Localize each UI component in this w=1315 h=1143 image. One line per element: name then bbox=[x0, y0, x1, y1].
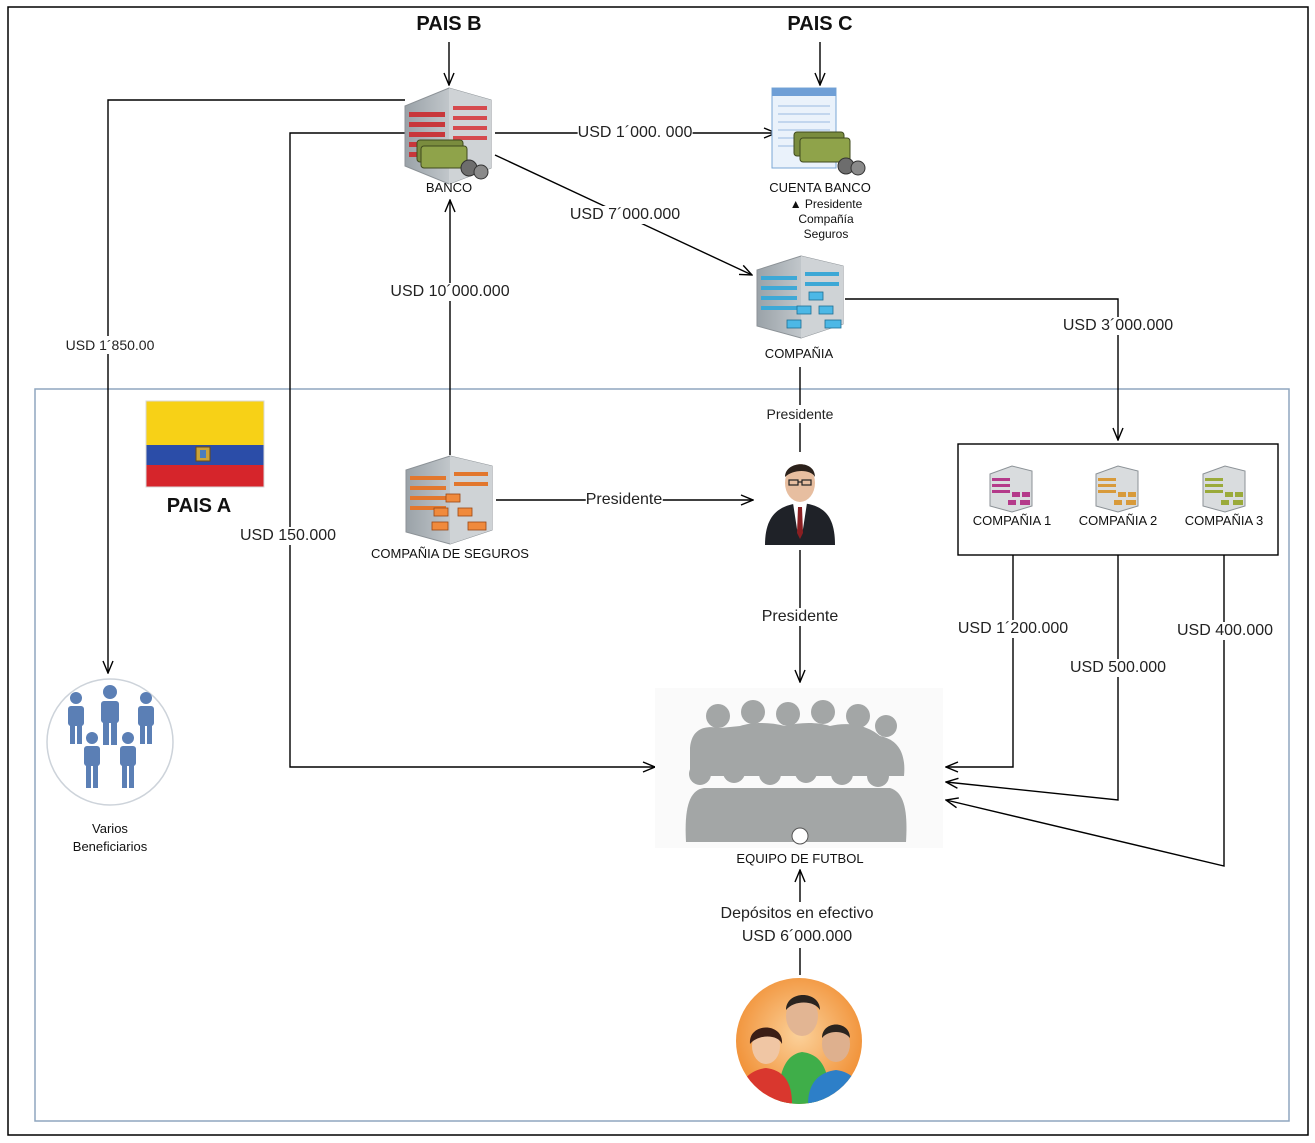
company-3-building-icon bbox=[1202, 465, 1246, 513]
cuenta-note-line-1: ▲ Presidente bbox=[789, 197, 863, 211]
businessman-icon bbox=[765, 464, 835, 545]
flow-compania1-equipo-label: USD 1´200.000 bbox=[957, 620, 1069, 638]
depositos-line-2: USD 6´000.000 bbox=[741, 928, 853, 945]
banco-to-equipo-arrow bbox=[289, 132, 655, 767]
equipo-caption: EQUIPO DE FUTBOL bbox=[736, 851, 864, 866]
beneficiarios-line-1: Varios bbox=[92, 821, 128, 836]
compania-seguros-caption: COMPAÑIA DE SEGUROS bbox=[371, 546, 529, 561]
insurance-company-building-icon bbox=[405, 455, 493, 545]
connectors bbox=[108, 42, 1225, 975]
flow-compania-group-label: USD 3´000.000 bbox=[1062, 317, 1174, 335]
company-building-icon bbox=[756, 255, 844, 339]
bank-account-document-icon bbox=[771, 87, 866, 176]
banco-caption: BANCO bbox=[425, 180, 473, 195]
cuenta-note-line-3: Seguros bbox=[803, 227, 849, 241]
compania-3-caption: COMPAÑIA 3 bbox=[1184, 513, 1264, 528]
company-1-building-icon bbox=[989, 465, 1033, 513]
compania3-to-equipo-arrow bbox=[946, 536, 1225, 867]
bank-building-icon bbox=[404, 87, 492, 185]
beneficiarios-caption: Varios Beneficiarios bbox=[73, 820, 147, 856]
depositos-line-1: Depósitos en efectivo bbox=[720, 905, 874, 922]
flow-seguros-presidente-label: Presidente bbox=[585, 491, 663, 509]
country-a-label: PAIS A bbox=[166, 495, 232, 517]
flow-seguros-banco-label: USD 10´000.000 bbox=[390, 283, 510, 301]
country-b-label: PAIS B bbox=[416, 13, 482, 35]
flow-banco-equipo-label: USD 150.000 bbox=[239, 527, 337, 545]
flow-banco-beneficiarios-label: USD 1´850.00 bbox=[65, 336, 155, 354]
cuenta-banco-note: ▲ Presidente Compañía Seguros bbox=[790, 197, 863, 242]
country-a-region bbox=[34, 388, 1290, 1122]
flow-presidente-equipo-label: Presidente bbox=[761, 608, 839, 626]
flow-compania3-equipo-label: USD 400.000 bbox=[1176, 622, 1274, 640]
compania1-to-equipo-arrow bbox=[946, 536, 1014, 767]
banco-to-beneficiarios-arrow bbox=[108, 99, 405, 673]
outer-frame bbox=[7, 6, 1309, 1136]
country-c-label: PAIS C bbox=[787, 13, 853, 35]
flow-banco-compania-label: USD 7´000.000 bbox=[569, 206, 681, 224]
compania-to-group-arrow bbox=[845, 298, 1118, 440]
beneficiarios-line-2: Beneficiarios bbox=[72, 839, 148, 854]
compania-caption: COMPAÑIA bbox=[764, 346, 834, 361]
flow-compania-presidente-label: Presidente bbox=[766, 405, 834, 423]
cuenta-banco-caption: CUENTA BANCO bbox=[769, 180, 871, 195]
ecuador-flag-icon bbox=[145, 400, 265, 488]
compania2-to-equipo-arrow bbox=[946, 536, 1119, 801]
company-2-building-icon bbox=[1095, 465, 1139, 513]
cuenta-note-line-2: Compañía bbox=[798, 212, 854, 226]
compania-2-caption: COMPAÑIA 2 bbox=[1078, 513, 1158, 528]
flow-compania2-equipo-label: USD 500.000 bbox=[1069, 659, 1167, 677]
football-team-silhouette-icon bbox=[655, 688, 943, 848]
group-of-people-icon bbox=[46, 678, 174, 806]
compania-1-caption: COMPAÑIA 1 bbox=[972, 513, 1052, 528]
flow-depositos-label: Depósitos en efectivo USD 6´000.000 bbox=[720, 902, 874, 948]
flow-banco-cuenta-label: USD 1´000. 000 bbox=[577, 124, 693, 142]
people-circle-icon bbox=[736, 978, 862, 1104]
